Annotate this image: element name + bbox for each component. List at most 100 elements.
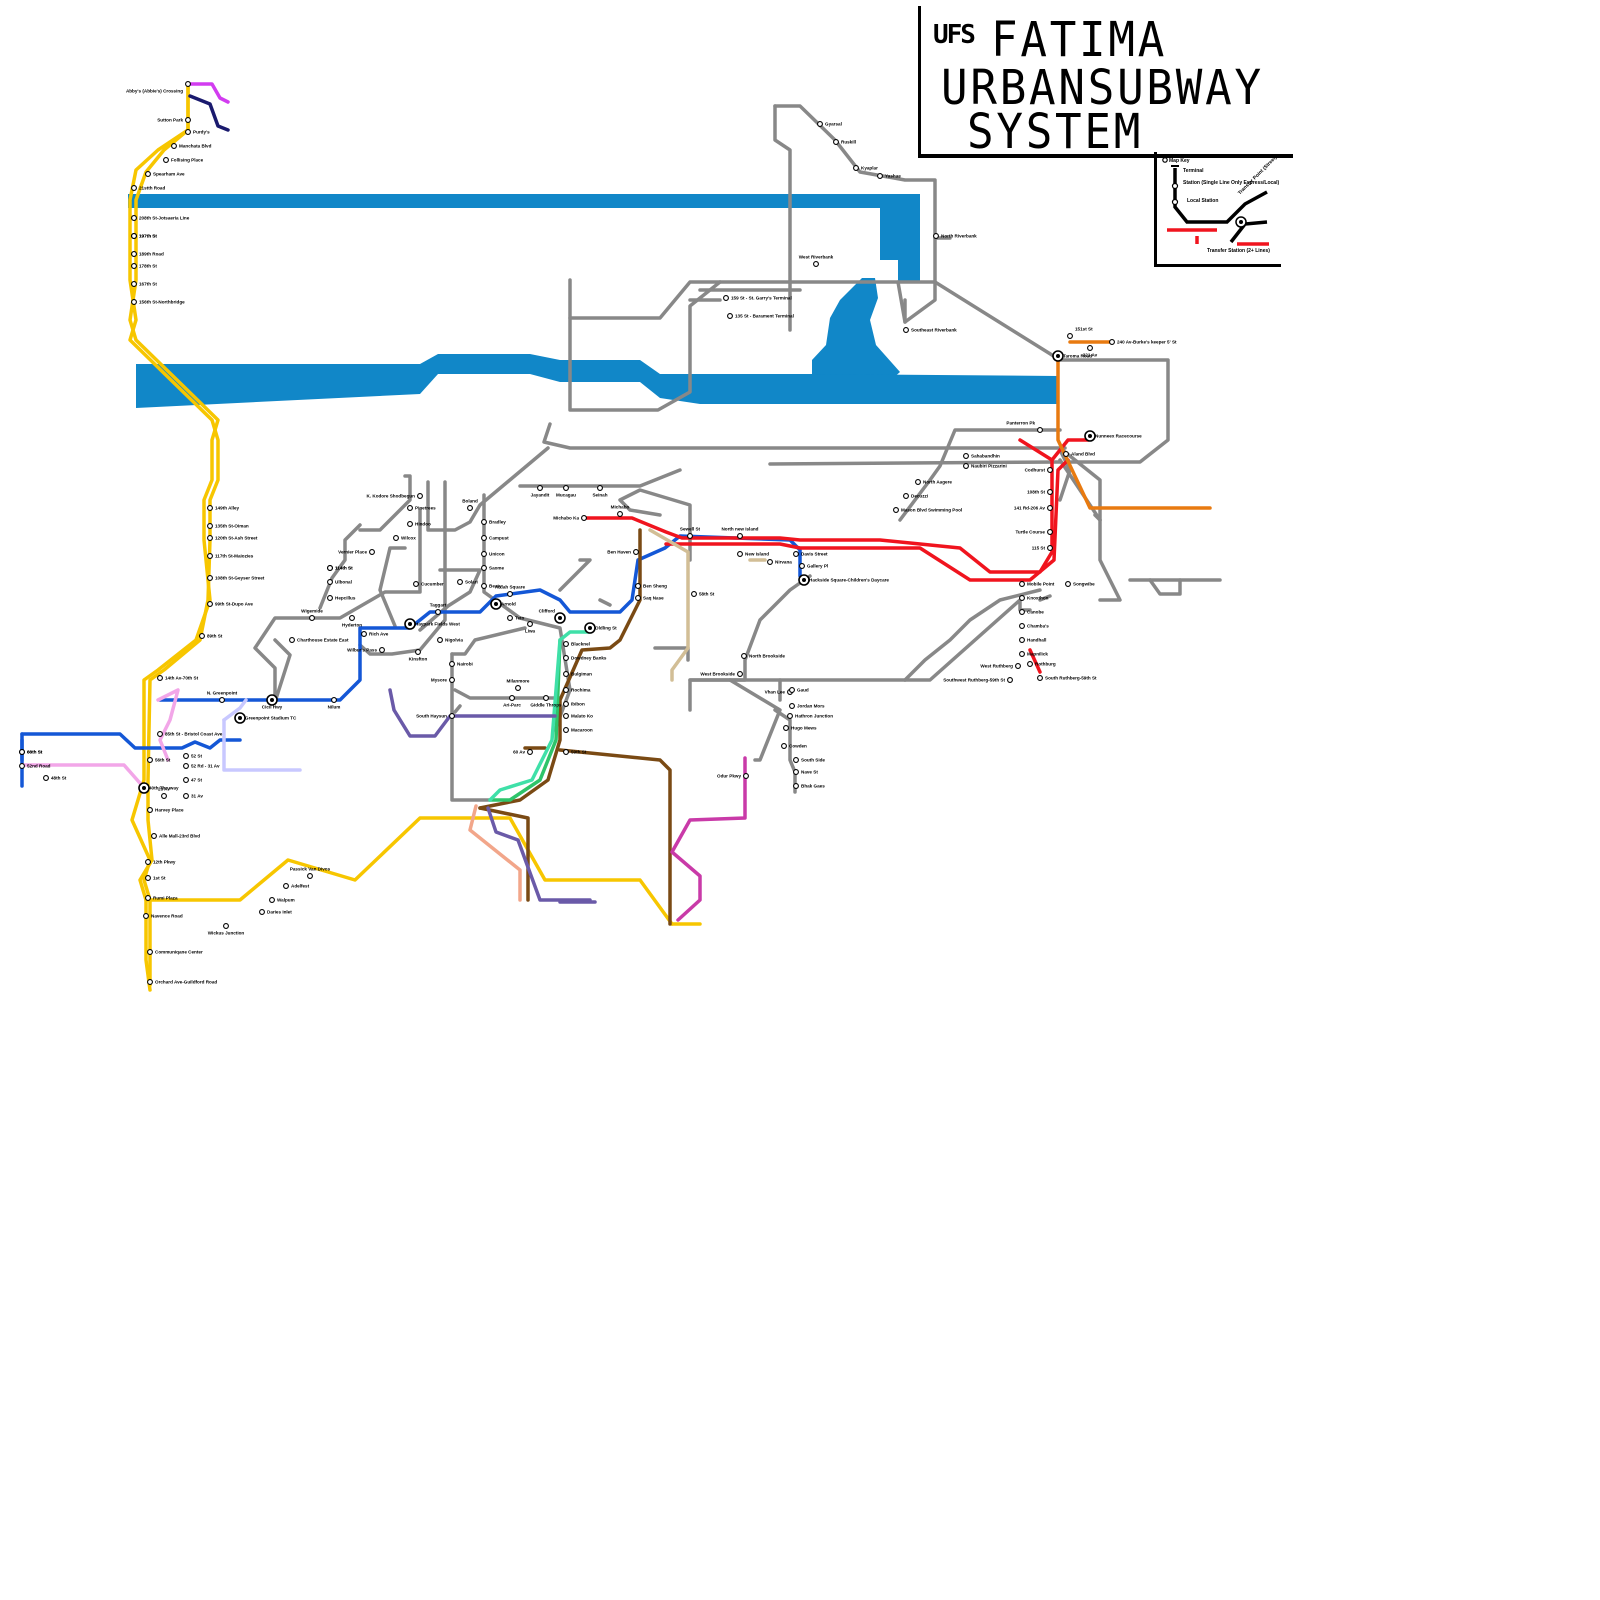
- key-terminal: Terminal: [1183, 168, 1204, 174]
- station-marker: [563, 749, 569, 755]
- station-marker: [723, 295, 729, 301]
- station-label: Nirvana: [775, 560, 792, 565]
- station: Chamba's: [1019, 623, 1049, 629]
- station-label: Macaroon: [571, 728, 593, 733]
- station-marker: [327, 565, 333, 571]
- station: Jordan Mors: [789, 703, 825, 709]
- station: 117th St-Maiozies: [207, 553, 254, 559]
- station: Davis Street: [793, 551, 828, 557]
- station-marker: [413, 581, 419, 587]
- station-label: 135th St-Oiman: [215, 524, 249, 529]
- station: Ulbonal: [327, 579, 352, 585]
- station: Ari-Parc: [503, 695, 521, 708]
- station: Saq Nase: [635, 595, 664, 601]
- river-north: [128, 194, 920, 400]
- station: Rumi Plaza: [145, 895, 178, 901]
- station-label: 66th St: [27, 750, 43, 755]
- key-single-line: Station (Single Line Only Express/Local): [1183, 180, 1280, 186]
- key-heading: Map Key: [1169, 158, 1190, 164]
- station-marker: [781, 743, 787, 749]
- station-label: Ulbonal: [335, 580, 352, 585]
- station-label: 159 St - St. Garry's Terminal: [731, 296, 792, 301]
- station-marker: [171, 143, 177, 149]
- station-label: Harvey Place: [155, 808, 184, 813]
- transfer-station-center: [408, 622, 412, 626]
- station-marker: [481, 551, 487, 557]
- station-marker: [207, 553, 213, 559]
- station-marker: [407, 521, 413, 527]
- station-label: Nave St: [801, 770, 818, 775]
- station-marker: [1063, 451, 1069, 457]
- station-label: Charthouse Estate East: [297, 638, 349, 643]
- station-marker: [633, 549, 639, 555]
- station: North Riverbank: [933, 233, 977, 239]
- station: Giddle Throps: [530, 695, 562, 708]
- station-marker: [207, 535, 213, 541]
- station-label: Seinah: [592, 493, 607, 498]
- station-label: 167th St: [139, 282, 157, 287]
- red-line: [584, 438, 1090, 674]
- station-marker: [1047, 505, 1053, 511]
- station-label: Walpum: [277, 898, 295, 903]
- station: Haypark Fields West: [404, 618, 460, 630]
- key-diagram: [1162, 157, 1269, 246]
- station-marker: [131, 185, 137, 191]
- station: 135th St-Oiman: [207, 523, 249, 529]
- station: 52nd Road: [19, 763, 51, 769]
- station-marker: [199, 633, 205, 639]
- station: Rothburg: [1027, 661, 1056, 667]
- station-marker: [131, 251, 137, 257]
- station-marker: [131, 263, 137, 269]
- station: Seinah: [592, 485, 608, 498]
- station-marker: [793, 757, 799, 763]
- station-label: Ardah Square: [495, 585, 526, 590]
- gray-lines: [253, 104, 1222, 802]
- transfer-station-center: [588, 626, 592, 630]
- station-marker: [467, 505, 473, 511]
- station-marker: [1109, 339, 1115, 345]
- station-label: Passick Van Divos: [290, 867, 331, 872]
- station-marker: [933, 233, 939, 239]
- station-label: 14th Av-70th St: [165, 676, 199, 681]
- station-marker: [437, 637, 443, 643]
- station: 178th St: [131, 263, 157, 269]
- station-marker: [369, 549, 375, 555]
- key-transfer-station: Transfer Station (2+ Lines): [1207, 248, 1270, 254]
- station-marker: [143, 913, 149, 919]
- station-marker: [789, 687, 795, 693]
- station-marker: [787, 713, 793, 719]
- station-marker: [327, 579, 333, 585]
- station: Follising Place: [163, 157, 204, 163]
- station: Navence Road: [143, 913, 183, 919]
- station-marker: [147, 807, 153, 813]
- station: Unicon: [481, 551, 505, 557]
- station-label: North new Island: [721, 527, 758, 532]
- misc-lines: [20, 82, 767, 922]
- station-label: Chamba's: [1027, 624, 1049, 629]
- station-marker: [635, 595, 641, 601]
- station-label: Mobile Point: [1027, 582, 1055, 587]
- station-marker: [393, 535, 399, 541]
- station: 59th St: [563, 749, 587, 755]
- station-label: Naubiri Pizzarini: [971, 464, 1007, 469]
- station: 58th St: [691, 591, 715, 597]
- station: South Ruthberg-59th St: [1037, 675, 1097, 681]
- station-label: 58th St: [699, 592, 715, 597]
- station-label: Ibibon: [571, 702, 585, 707]
- station-label: 197th St: [139, 234, 157, 239]
- station-marker: [131, 215, 137, 221]
- station: 21stth Road: [131, 185, 165, 191]
- station: Odur Pkwy: [717, 773, 749, 779]
- station-label: Communiqane Center: [155, 950, 203, 955]
- title-logo: UFS: [933, 20, 976, 50]
- station: 14th Av-70th St: [157, 675, 199, 681]
- station: Harvey Place: [147, 807, 184, 813]
- station: Jayandit: [531, 485, 550, 498]
- station-label: 23 Av: [158, 787, 170, 792]
- station-label: Mysore: [431, 678, 448, 683]
- station-marker: [259, 909, 265, 915]
- station: 85th St - Bristol Coast Ave: [157, 731, 223, 737]
- station-label: Hathron Junction: [795, 714, 833, 719]
- station-label: Ruskill: [841, 140, 856, 145]
